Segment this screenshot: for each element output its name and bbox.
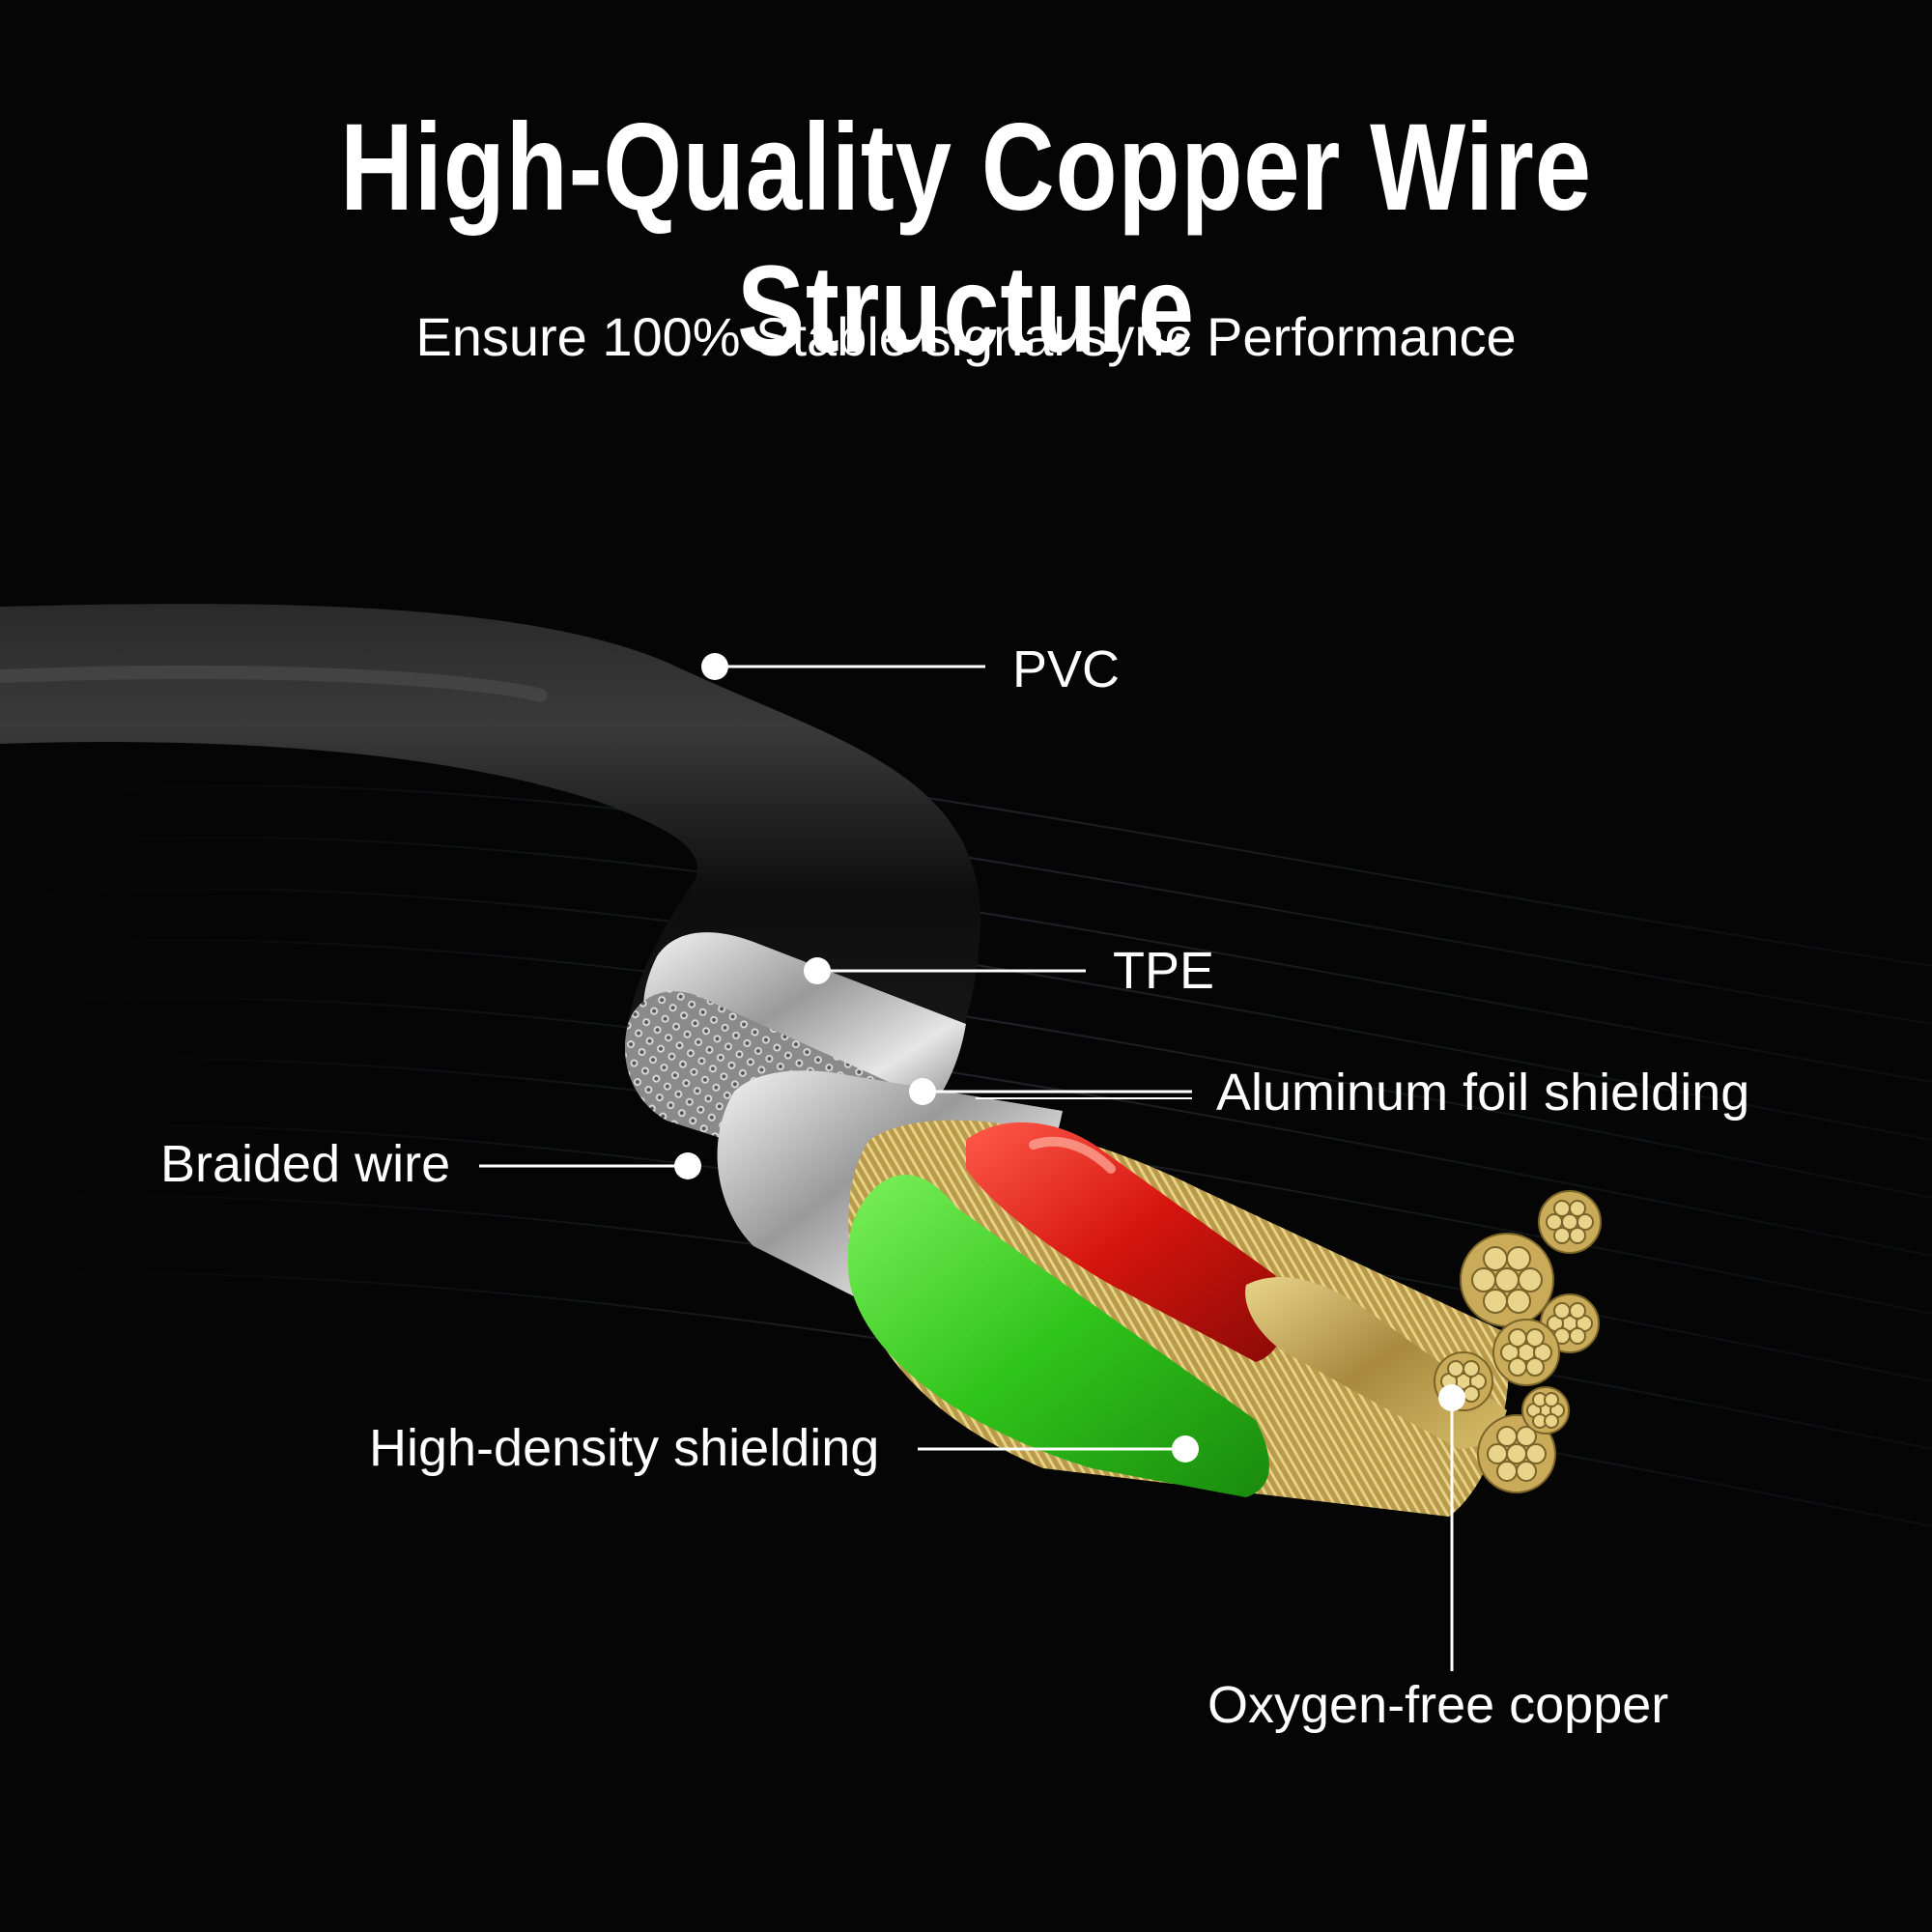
braided-wire-label: Braided wire <box>160 1135 451 1193</box>
braid-marker-dot <box>674 1152 701 1179</box>
pvc-marker-dot <box>701 653 728 680</box>
ofc-marker-dot <box>1438 1384 1465 1411</box>
oxygen-free-copper-label: Oxygen-free copper <box>1208 1676 1669 1734</box>
foil-marker-dot <box>909 1078 936 1105</box>
callout-leaders <box>479 653 1465 1671</box>
copper-bundle-ends <box>1434 1190 1602 1493</box>
hds-marker-dot <box>1172 1435 1199 1463</box>
high-density-shielding-label: High-density shielding <box>369 1419 880 1477</box>
pvc-label: PVC <box>1012 640 1121 698</box>
tpe-marker-dot <box>804 957 831 984</box>
subheadline: Ensure 100% Stable signal sync Performan… <box>415 306 1517 367</box>
tpe-label: TPE <box>1113 942 1215 1000</box>
aluminum-foil-label: Aluminum foil shielding <box>1216 1064 1750 1122</box>
headline: High-Quality Copper Wire Structure <box>340 99 1592 379</box>
